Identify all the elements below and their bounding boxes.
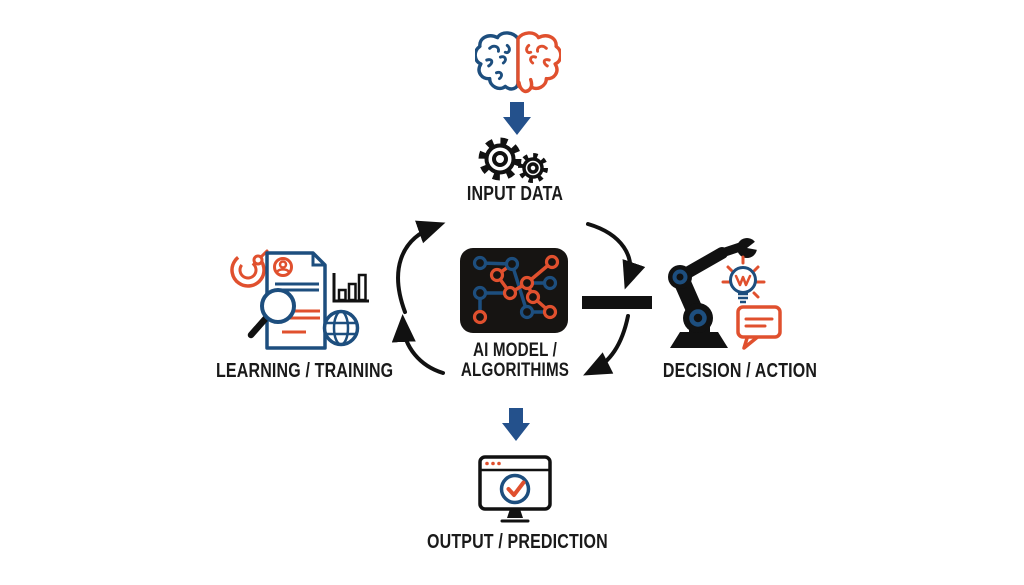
ai-model-label-line2: ALGORITHIMS bbox=[460, 360, 570, 381]
down-arrow-icon bbox=[502, 408, 530, 441]
output-prediction-label: OUTPUT / PREDICTION bbox=[427, 531, 608, 553]
cycle-arrow-top-to-right bbox=[586, 222, 646, 290]
gears-icon bbox=[478, 137, 548, 183]
monitor-check-icon bbox=[478, 455, 552, 523]
cycle-arrow-bottom-to-left bbox=[391, 314, 445, 375]
speech-bubble-icon bbox=[736, 305, 782, 350]
down-arrow-icon bbox=[503, 102, 531, 135]
cycle-arrow-right-to-bottom bbox=[583, 314, 630, 376]
cycle-arrow-left-to-top bbox=[396, 220, 446, 314]
connector-bar bbox=[582, 296, 652, 309]
bar-chart-icon bbox=[332, 273, 369, 303]
decision-action-label: DECISION / ACTION bbox=[662, 360, 818, 382]
learning-training-icon bbox=[230, 249, 369, 350]
document-icon bbox=[265, 251, 327, 350]
decision-action-icon bbox=[668, 237, 782, 350]
neural-network-icon bbox=[472, 254, 560, 325]
magnifier-icon bbox=[247, 288, 296, 339]
lightbulb-icon bbox=[721, 255, 766, 304]
learning-training-label: LEARNING / TRAINING bbox=[216, 360, 394, 382]
ai-model-label-line1: AI MODEL / bbox=[472, 340, 558, 361]
globe-icon bbox=[322, 309, 360, 347]
brain-icon bbox=[475, 31, 561, 94]
ai-model-label: AI MODEL / ALGORITHIMS bbox=[447, 341, 583, 381]
input-data-label: INPUT DATA bbox=[466, 183, 564, 205]
ai-model-box bbox=[460, 248, 568, 333]
robot-arm-icon bbox=[668, 237, 763, 348]
target-icon bbox=[230, 249, 269, 288]
